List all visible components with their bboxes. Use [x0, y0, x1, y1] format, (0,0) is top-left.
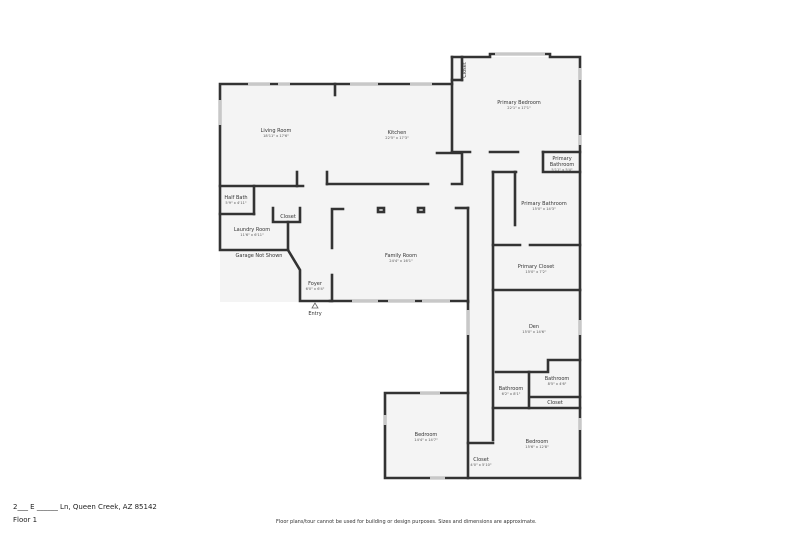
entry-label: Entry — [308, 311, 322, 317]
entry-arrow-icon — [311, 302, 319, 309]
closet-bathroom: Closet — [547, 400, 563, 406]
disclaimer: Floor plans/tour cannot be used for buil… — [276, 519, 537, 525]
windows — [218, 52, 582, 480]
closet-laundry: Closet — [280, 214, 296, 220]
garage-note: Garage Not Shown — [235, 253, 283, 259]
floor-label: Floor 1 — [13, 516, 38, 524]
address: 2___ E ______ Ln, Queen Creek, AZ 85142 — [13, 503, 157, 511]
closet-primary-bedroom: Closet — [461, 62, 468, 78]
